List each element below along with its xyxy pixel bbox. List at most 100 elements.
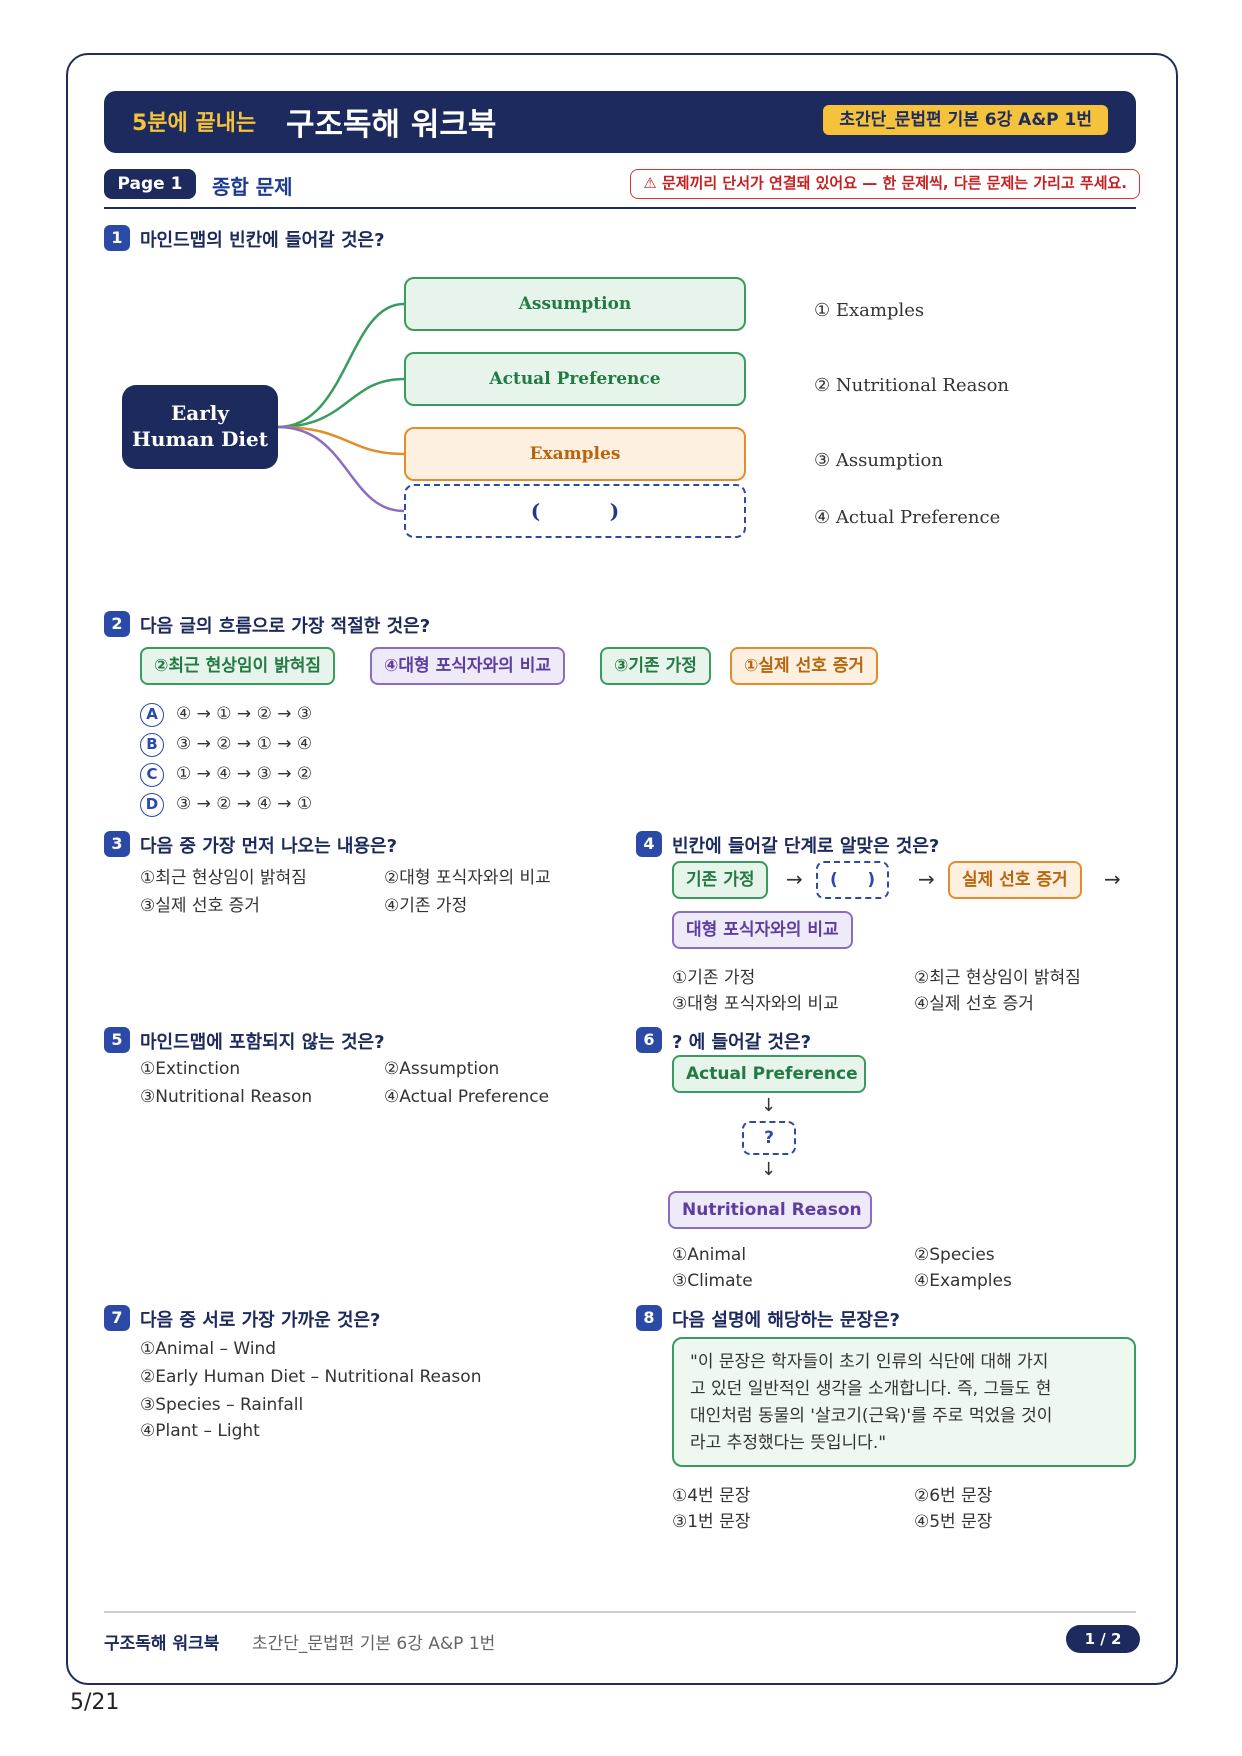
q8-quote-line-4: 라고 추정했다는 뜻입니다." xyxy=(690,1433,887,1453)
q2-option-c[interactable]: C ① → ④ → ③ → ② xyxy=(140,763,312,787)
q2-chip-1: ②최근 현상임이 밝혀짐 xyxy=(140,647,335,685)
q8-option-2[interactable]: ②6번 문장 xyxy=(914,1486,993,1506)
connector-assumption xyxy=(277,302,405,429)
q6-down-arrow-2: ↓ xyxy=(761,1159,777,1180)
q5-option-2[interactable]: ②Assumption xyxy=(384,1059,500,1079)
q4-arrow-3: → xyxy=(1104,867,1121,891)
q6-bottom-box: Nutritional Reason xyxy=(668,1191,872,1229)
q4-option-2[interactable]: ②최근 현상임이 밝혀짐 xyxy=(914,968,1081,988)
connector-actual-preference xyxy=(277,377,405,429)
header-banner: 5분에 끝내는 구조독해 워크북 초간단_문법편 기본 6강 A&P 1번 xyxy=(104,91,1136,153)
q6-top-box: Actual Preference xyxy=(672,1055,866,1093)
q2-sequence-c: ① → ④ → ③ → ② xyxy=(176,764,313,784)
q1-number: 1 xyxy=(104,225,130,251)
q8-quote-line-1: "이 문장은 학자들이 초기 인류의 식단에 대해 가지 xyxy=(690,1352,1049,1372)
q2-chip-2: ④대형 포식자와의 비교 xyxy=(370,647,565,685)
q3-option-1[interactable]: ①최근 현상임이 밝혀짐 xyxy=(140,868,307,888)
q1-option-3[interactable]: ③ Assumption xyxy=(814,450,943,471)
q8-option-4[interactable]: ④5번 문장 xyxy=(914,1512,993,1532)
mindmap-root-line1: Early xyxy=(171,401,229,425)
footer-divider xyxy=(104,1611,1136,1613)
footer-page-badge: 1 / 2 xyxy=(1066,1625,1140,1653)
q3-number: 3 xyxy=(104,831,130,857)
document-page-number: 5/21 xyxy=(70,1690,120,1715)
q6-down-arrow-1: ↓ xyxy=(761,1095,777,1116)
q4-option-1[interactable]: ①기존 가정 xyxy=(672,968,756,988)
q6-option-3[interactable]: ③Climate xyxy=(672,1271,753,1291)
q8-number: 8 xyxy=(636,1305,662,1331)
q7-option-2[interactable]: ②Early Human Diet – Nutritional Reason xyxy=(140,1367,482,1387)
q1-title: 마인드맵의 빈칸에 들어갈 것은? xyxy=(140,230,385,251)
q3-option-4[interactable]: ④기존 가정 xyxy=(384,896,468,916)
q3-option-3[interactable]: ③실제 선호 증거 xyxy=(140,896,260,916)
option-letter-a: A xyxy=(140,703,164,727)
mindmap-node-examples: Examples xyxy=(404,427,746,481)
q1-option-2[interactable]: ② Nutritional Reason xyxy=(814,375,1010,396)
q4-flow-step-1: 기존 가정 xyxy=(672,861,769,899)
header-divider xyxy=(104,207,1136,209)
q7-number: 7 xyxy=(104,1305,130,1331)
q4-title: 빈칸에 들어갈 단계로 알맞은 것은? xyxy=(672,836,940,857)
q4-arrow-1: → xyxy=(786,867,803,891)
q8-quote-line-2: 고 있던 일반적인 생각을 소개합니다. 즉, 그들도 현 xyxy=(690,1379,1052,1399)
q6-title: ? 에 들어갈 것은? xyxy=(672,1032,812,1053)
q4-flow-blank[interactable]: ( ) xyxy=(816,861,890,899)
q2-option-d[interactable]: D ③ → ② → ④ → ① xyxy=(140,793,312,817)
q4-number: 4 xyxy=(636,831,662,857)
q7-option-3[interactable]: ③Species – Rainfall xyxy=(140,1395,304,1415)
worksheet-frame: 5분에 끝내는 구조독해 워크북 초간단_문법편 기본 6강 A&P 1번 Pa… xyxy=(66,53,1178,1685)
q1-option-4[interactable]: ④ Actual Preference xyxy=(814,507,1001,528)
q6-option-2[interactable]: ②Species xyxy=(914,1245,995,1265)
q6-option-1[interactable]: ①Animal xyxy=(672,1245,747,1265)
q7-title: 다음 중 서로 가장 가까운 것은? xyxy=(140,1310,381,1331)
option-letter-b: B xyxy=(140,733,164,757)
footer-lesson: 초간단_문법편 기본 6강 A&P 1번 xyxy=(252,1634,496,1654)
q2-option-b[interactable]: B ③ → ② → ① → ④ xyxy=(140,733,312,757)
option-letter-c: C xyxy=(140,763,164,787)
footer-title: 구조독해 워크북 xyxy=(104,1634,220,1654)
q8-quote-line-3: 대인처럼 동물의 '살코기(근육)'를 주로 먹었을 것이 xyxy=(690,1406,1053,1426)
connector-examples xyxy=(277,425,405,456)
section-title: 종합 문제 xyxy=(212,175,293,199)
q2-chip-4: ①실제 선호 증거 xyxy=(730,647,879,685)
q7-option-1[interactable]: ①Animal – Wind xyxy=(140,1339,277,1359)
mindmap-node-assumption: Assumption xyxy=(404,277,746,331)
q2-title: 다음 글의 흐름으로 가장 적절한 것은? xyxy=(140,616,431,637)
q6-blank-box[interactable]: ? xyxy=(742,1121,796,1155)
q2-option-a[interactable]: A ④ → ① → ② → ③ xyxy=(140,703,312,727)
q8-option-1[interactable]: ①4번 문장 xyxy=(672,1486,751,1506)
q5-option-1[interactable]: ①Extinction xyxy=(140,1059,241,1079)
q4-option-3[interactable]: ③대형 포식자와의 비교 xyxy=(672,994,839,1014)
q8-quote-box: "이 문장은 학자들이 초기 인류의 식단에 대해 가지 고 있던 일반적인 생… xyxy=(672,1337,1136,1467)
q7-option-4[interactable]: ④Plant – Light xyxy=(140,1421,260,1441)
q5-option-3[interactable]: ③Nutritional Reason xyxy=(140,1087,313,1107)
q3-title: 다음 중 가장 먼저 나오는 내용은? xyxy=(140,836,398,857)
header-subtitle: 5분에 끝내는 xyxy=(132,111,257,136)
q4-arrow-2: → xyxy=(918,867,935,891)
q2-sequence-a: ④ → ① → ② → ③ xyxy=(176,704,313,724)
q6-option-4[interactable]: ④Examples xyxy=(914,1271,1012,1291)
mindmap-node-actual-preference: Actual Preference xyxy=(404,352,746,406)
q3-option-2[interactable]: ②대형 포식자와의 비교 xyxy=(384,868,551,888)
q5-title: 마인드맵에 포함되지 않는 것은? xyxy=(140,1032,385,1053)
mindmap-root-line2: Human Diet xyxy=(132,427,268,451)
q2-sequence-b: ③ → ② → ① → ④ xyxy=(176,734,313,754)
mindmap-root: Early Human Diet xyxy=(122,385,278,469)
page-tag: Page 1 xyxy=(104,169,196,199)
q2-chip-3: ③기존 가정 xyxy=(600,647,711,685)
q4-option-4[interactable]: ④실제 선호 증거 xyxy=(914,994,1034,1014)
q5-option-4[interactable]: ④Actual Preference xyxy=(384,1087,550,1107)
header-title: 구조독해 워크북 xyxy=(286,107,497,143)
q5-number: 5 xyxy=(104,1027,130,1053)
q4-flow-step-4: 대형 포식자와의 비교 xyxy=(672,911,853,949)
mindmap-node-blank[interactable]: ( ) xyxy=(404,484,746,538)
mindmap-connectors xyxy=(277,302,405,513)
q8-option-3[interactable]: ③1번 문장 xyxy=(672,1512,751,1532)
q2-sequence-d: ③ → ② → ④ → ① xyxy=(176,794,313,814)
option-letter-d: D xyxy=(140,793,164,817)
q6-number: 6 xyxy=(636,1027,662,1053)
q2-number: 2 xyxy=(104,611,130,637)
q1-option-1[interactable]: ① Examples xyxy=(814,300,925,321)
q4-flow-step-3: 실제 선호 증거 xyxy=(948,861,1082,899)
connector-blank xyxy=(277,425,405,513)
